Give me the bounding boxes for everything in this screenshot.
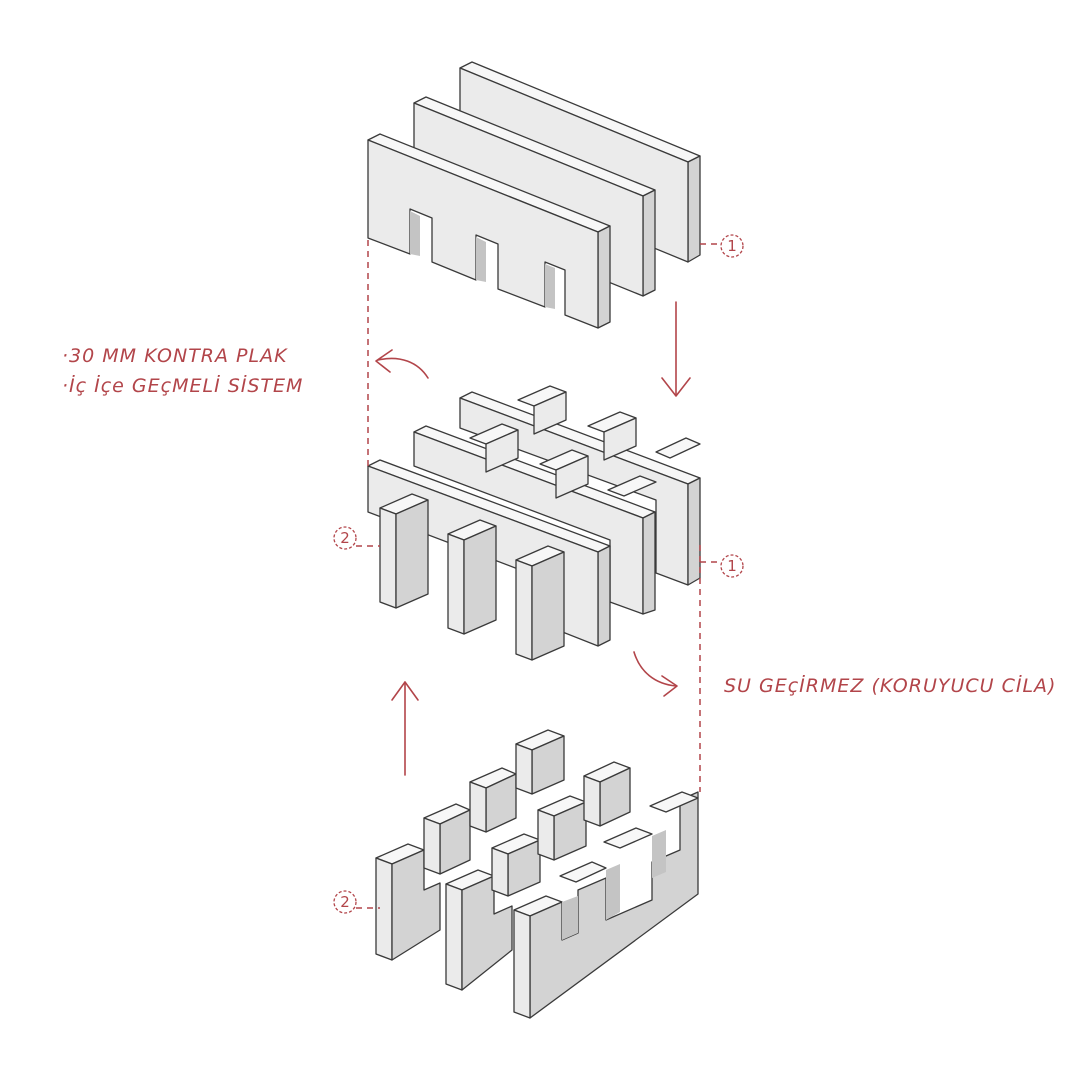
callout-2-middle: 2 — [333, 526, 357, 550]
callout-2-bottom: 2 — [333, 890, 357, 914]
grid-fin-1 — [379, 493, 429, 609]
svg-text:1: 1 — [727, 557, 737, 575]
bottom-panels-group — [375, 729, 699, 1019]
panel-top-front — [367, 133, 611, 329]
grid-fin-2 — [447, 519, 497, 635]
panel-bottom-middle — [445, 761, 631, 991]
svg-text:2: 2 — [340, 529, 350, 547]
svg-text:1: 1 — [727, 237, 737, 255]
alignment-lines — [356, 240, 718, 909]
top-panels-group — [367, 61, 701, 329]
panel-bottom-front — [513, 791, 699, 1019]
grid-fin-3 — [515, 545, 565, 661]
curved-arrow-right — [633, 651, 678, 697]
material-annotation-line1: ·30 MM KONTRA PLAK — [62, 345, 288, 367]
callout-1-top: 1 — [720, 234, 744, 258]
up-arrow — [391, 681, 419, 776]
curved-arrow-left — [375, 349, 429, 379]
waterproof-annotation: SU GEçİRMEZ (KORUYUCU CİLA) — [724, 674, 1056, 697]
down-arrow — [661, 301, 691, 397]
callout-1-middle: 1 — [720, 554, 744, 578]
panel-bottom-back — [375, 729, 565, 961]
svg-text:2: 2 — [340, 893, 350, 911]
middle-grid-group — [367, 385, 701, 661]
material-annotation-line2: ·İç İçe GEçMELİ SİSTEM — [62, 374, 303, 397]
